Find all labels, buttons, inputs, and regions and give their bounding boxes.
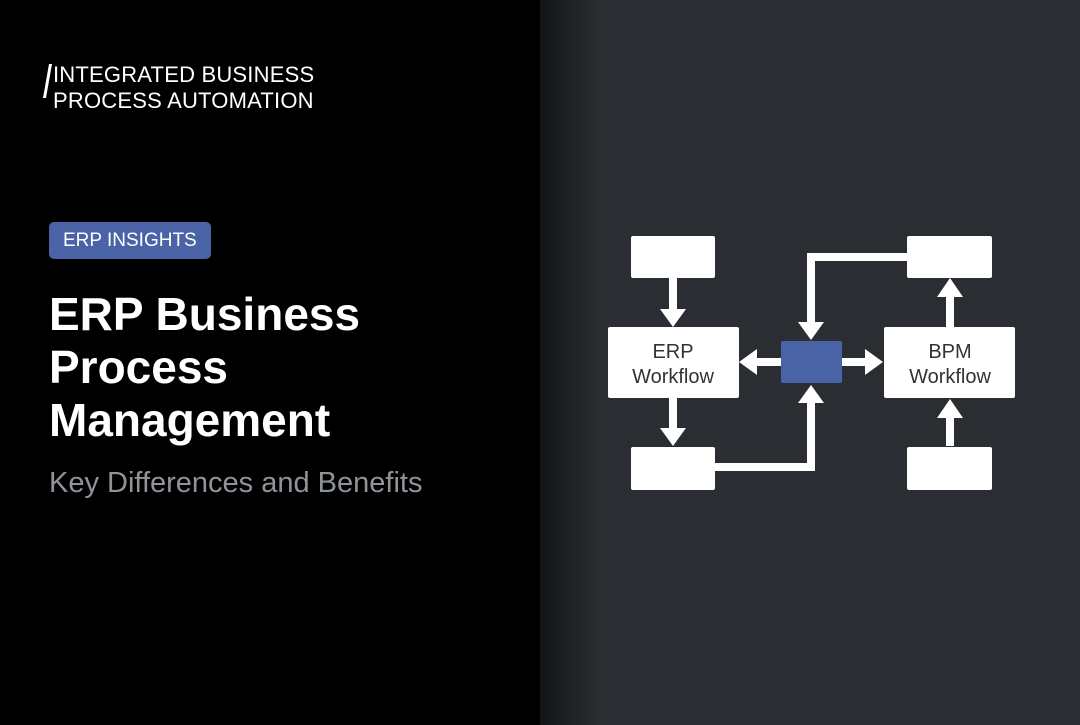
arrowhead-into-erp-right xyxy=(739,349,757,375)
brand-text: INTEGRATED BUSINESS PROCESS AUTOMATION xyxy=(53,62,314,114)
title-line-1: ERP Business xyxy=(49,288,361,340)
arrowhead-into-bottom-left xyxy=(660,428,686,446)
arrow-top-right-to-hub xyxy=(807,253,907,326)
box-bottom-left xyxy=(631,447,715,490)
left-panel: INTEGRATED BUSINESS PROCESS AUTOMATION E… xyxy=(43,62,519,499)
box-bottom-right xyxy=(907,447,992,490)
erp-node-label-1: ERP xyxy=(652,341,693,363)
bpm-workflow-node xyxy=(884,327,1015,398)
title-line-3: Management xyxy=(49,394,331,446)
arrow-bottom-left-to-hub xyxy=(715,401,815,471)
arrowhead-into-bpm-bottom xyxy=(937,399,963,418)
arrowhead-into-hub-bottom xyxy=(798,385,824,403)
erp-workflow-node xyxy=(608,327,739,398)
arrowhead-into-top-right xyxy=(937,278,963,297)
box-top-right xyxy=(907,236,992,278)
subtitle: Key Differences and Benefits xyxy=(49,467,423,499)
brand-line-2: PROCESS AUTOMATION xyxy=(53,88,314,113)
category-tag: ERP INSIGHTS xyxy=(49,222,211,259)
brand: INTEGRATED BUSINESS PROCESS AUTOMATION xyxy=(43,62,314,114)
page-title: ERP Business Process Management xyxy=(49,288,519,447)
edge-shadow xyxy=(540,0,600,725)
bpm-node-label-1: BPM xyxy=(928,341,971,363)
arrowhead-into-erp-top xyxy=(660,309,686,327)
arrowhead-into-hub-top xyxy=(798,322,824,340)
title-line-2: Process xyxy=(49,341,229,393)
box-top-left xyxy=(631,236,715,278)
bpm-node-label-2: Workflow xyxy=(909,366,991,388)
erp-node-label-2: Workflow xyxy=(632,366,714,388)
brand-line-1: INTEGRATED BUSINESS xyxy=(53,62,315,87)
arrowhead-into-bpm-left xyxy=(865,349,883,375)
central-hub-node xyxy=(781,341,842,383)
